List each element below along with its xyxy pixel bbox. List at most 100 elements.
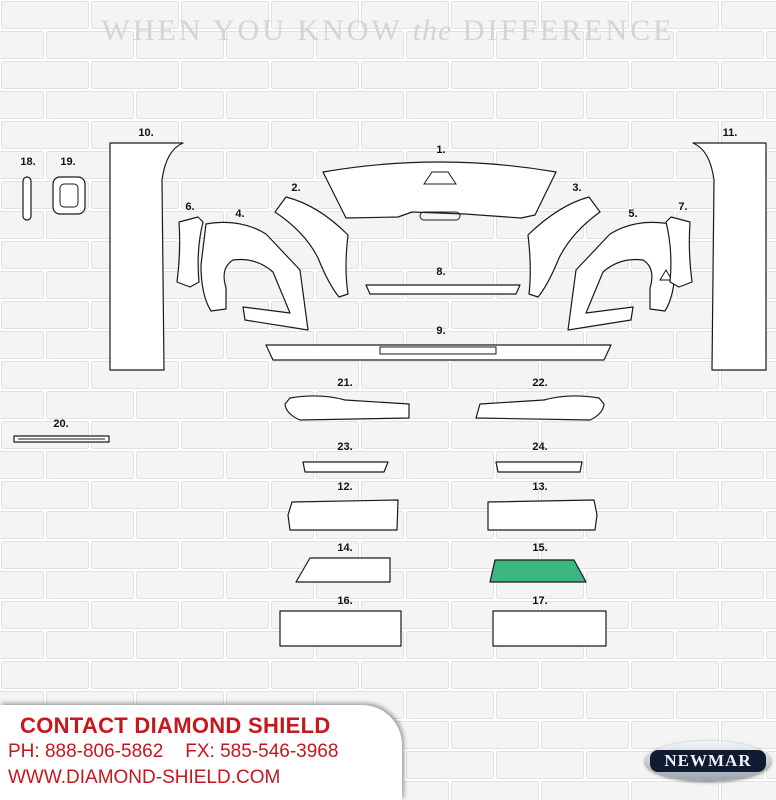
part-22-shape[interactable] (475, 395, 605, 421)
brick (676, 451, 764, 479)
brick (631, 481, 719, 509)
part-6-shape[interactable] (176, 216, 204, 288)
part-label-3: 3. (572, 182, 581, 194)
brick (0, 511, 44, 539)
brick (1, 481, 89, 509)
brick (181, 1, 269, 29)
part-label-12: 12. (337, 481, 352, 493)
brick (451, 781, 539, 800)
part-23-shape[interactable] (302, 461, 389, 473)
brick (91, 481, 179, 509)
brick (496, 691, 584, 719)
part-label-13: 13. (532, 481, 547, 493)
brick (0, 91, 44, 119)
brick (1, 361, 89, 389)
brick (361, 661, 449, 689)
part-2-shape[interactable] (274, 196, 349, 298)
part-13-shape[interactable] (487, 499, 598, 531)
part-7-shape[interactable] (665, 216, 693, 288)
part-label-18: 18. (20, 156, 35, 168)
part-3-shape[interactable] (527, 196, 601, 298)
part-label-16: 16. (337, 595, 352, 607)
brick (0, 31, 44, 59)
brick (361, 1, 449, 29)
part-15-shape[interactable] (489, 559, 587, 583)
brick (541, 1, 629, 29)
brick (181, 661, 269, 689)
brick (1, 301, 89, 329)
brick (541, 721, 629, 749)
part-17-shape[interactable] (492, 610, 607, 647)
brick (586, 451, 674, 479)
part-10-shape[interactable] (109, 142, 184, 371)
part-label-17: 17. (532, 595, 547, 607)
part-label-9: 9. (436, 325, 445, 337)
brick (541, 421, 629, 449)
part-8-shape[interactable] (365, 284, 521, 295)
part-16-shape[interactable] (279, 610, 402, 647)
brick (676, 571, 764, 599)
brick (541, 361, 629, 389)
phone-number[interactable]: PH: 888-806-5862 (8, 741, 164, 762)
tagline-end: DIFFERENCE (462, 14, 675, 47)
brick (496, 751, 584, 779)
part-label-11: 11. (723, 127, 738, 139)
part-label-15: 15. (532, 542, 547, 554)
part-18-shape[interactable] (22, 176, 32, 221)
part-1-sensor-cutout (419, 211, 461, 221)
brick (361, 61, 449, 89)
newmar-logo: NEWMAR (645, 741, 771, 781)
brick (406, 31, 494, 59)
brick (451, 721, 539, 749)
part-9-shape[interactable] (265, 344, 612, 361)
part-24-shape[interactable] (495, 461, 583, 473)
part-4-shape[interactable] (200, 221, 309, 331)
part-5-shape[interactable] (567, 221, 676, 331)
brick (91, 1, 179, 29)
part-label-20: 20. (53, 418, 68, 430)
brick (406, 691, 494, 719)
brick (136, 451, 224, 479)
part-5-vent-detail (659, 269, 673, 281)
brick (721, 721, 776, 749)
brick (631, 361, 719, 389)
brick (226, 151, 314, 179)
brick (451, 1, 539, 29)
newmar-logo-text: NEWMAR (650, 750, 766, 772)
brick (136, 631, 224, 659)
website-link[interactable]: WWW.DIAMOND-SHIELD.COM (8, 767, 281, 788)
brick (406, 751, 494, 779)
brick (766, 451, 776, 479)
part-14-shape[interactable] (295, 557, 391, 583)
brick (226, 571, 314, 599)
part-19-shape[interactable] (52, 176, 86, 215)
brick (541, 121, 629, 149)
brick (451, 421, 539, 449)
brick (271, 61, 359, 89)
brick (676, 391, 764, 419)
brick (541, 781, 629, 800)
brick (586, 31, 674, 59)
part-12-shape[interactable] (287, 499, 399, 531)
brick (406, 571, 494, 599)
brick (1, 241, 89, 269)
brick (721, 421, 776, 449)
brick (46, 31, 134, 59)
part-1-shape[interactable] (322, 161, 557, 219)
part-label-14: 14. (337, 542, 352, 554)
brick (451, 661, 539, 689)
brick (721, 481, 776, 509)
part-label-8: 8. (436, 266, 445, 278)
brick (496, 31, 584, 59)
brick (46, 391, 134, 419)
brick (766, 391, 776, 419)
brick (766, 571, 776, 599)
part-21-shape[interactable] (284, 395, 410, 421)
brick (91, 661, 179, 689)
brick (721, 601, 776, 629)
brick (316, 91, 404, 119)
part-11-shape[interactable] (692, 142, 767, 371)
contact-title: CONTACT DIAMOND SHIELD (20, 713, 331, 738)
